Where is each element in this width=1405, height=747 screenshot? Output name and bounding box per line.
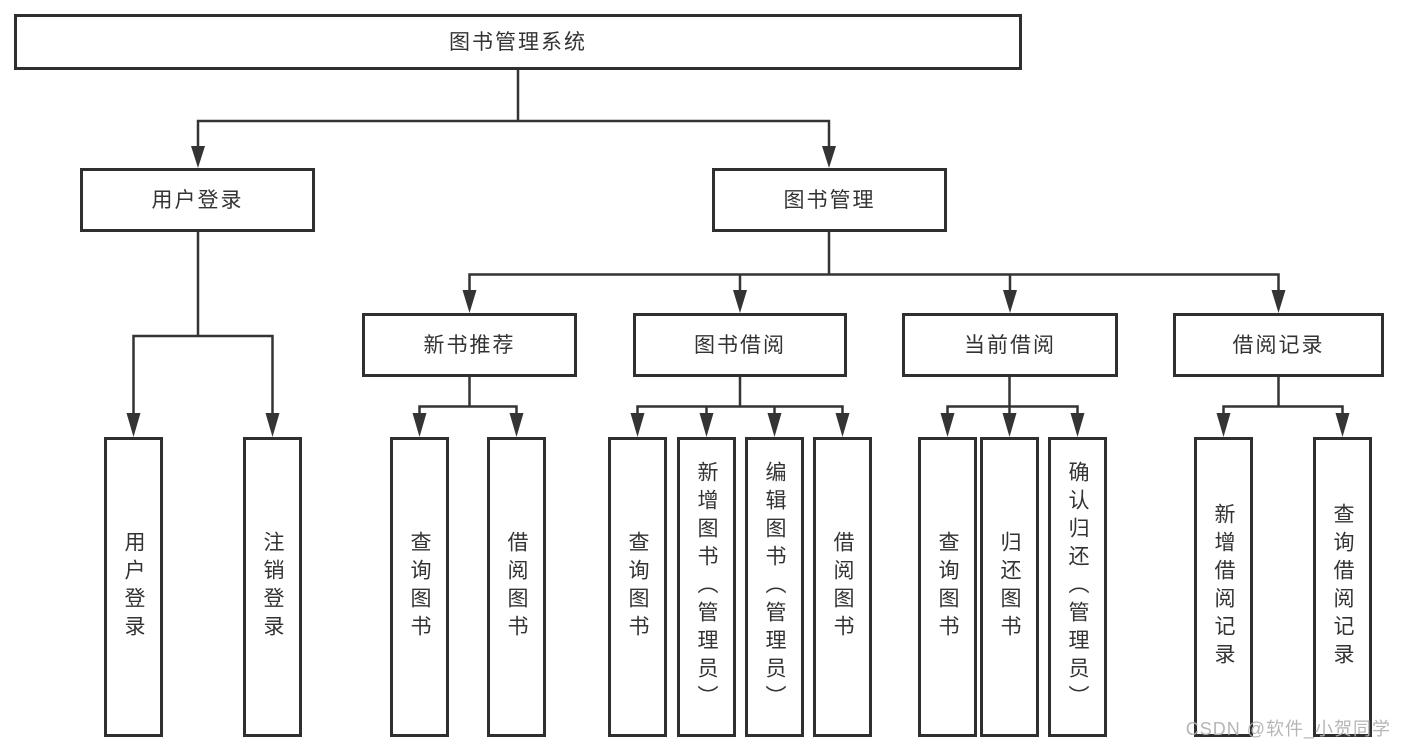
arrowhead-icon	[126, 413, 141, 437]
arrowhead-icon	[1002, 413, 1017, 437]
leaf-add-book-admin: 新增图书（管理员）	[677, 437, 736, 737]
node-book-borrow-label: 图书借阅	[694, 333, 786, 357]
connector	[196, 119, 831, 150]
node-root-label: 图书管理系统	[449, 30, 587, 54]
leaf-return-book: 归还图书	[980, 437, 1039, 737]
arrowhead-icon	[630, 413, 645, 437]
arrowhead-icon	[1271, 290, 1286, 313]
leaf-query-books-current: 查询图书	[918, 437, 977, 737]
leaf-add-book-admin-label: 新增图书（管理员）	[695, 461, 718, 713]
arrowhead-icon	[412, 413, 427, 437]
node-user-login: 用户登录	[80, 168, 315, 232]
leaf-query-borrow-record-label: 查询借阅记录	[1331, 503, 1354, 671]
arrowhead-icon	[1335, 413, 1350, 437]
connector	[1222, 405, 1344, 418]
arrowhead-icon	[699, 413, 714, 437]
connector	[636, 405, 844, 418]
leaf-query-borrow-record: 查询借阅记录	[1313, 437, 1372, 737]
arrowhead-icon	[835, 413, 850, 437]
leaf-user-login-label: 用户登录	[122, 531, 145, 643]
node-borrow-records: 借阅记录	[1173, 313, 1384, 377]
arrowhead-icon	[1216, 413, 1231, 437]
node-borrow-records-label: 借阅记录	[1232, 333, 1325, 357]
connector	[132, 334, 274, 420]
node-root: 图书管理系统	[14, 14, 1022, 70]
node-new-book-recommend: 新书推荐	[362, 313, 577, 377]
node-book-management: 图书管理	[712, 168, 947, 232]
leaf-edit-book-admin-label: 编辑图书（管理员）	[763, 461, 786, 713]
node-book-management-label: 图书管理	[783, 188, 876, 212]
leaf-borrow-books-recommend: 借阅图书	[487, 437, 546, 737]
node-current-borrow: 当前借阅	[902, 313, 1118, 377]
leaf-query-books-recommend: 查询图书	[390, 437, 449, 737]
leaf-query-books-recommend-label: 查询图书	[408, 531, 431, 643]
connector	[946, 405, 1079, 418]
leaf-return-book-label: 归还图书	[998, 531, 1021, 643]
leaf-edit-book-admin: 编辑图书（管理员）	[745, 437, 804, 737]
leaf-add-borrow-record: 新增借阅记录	[1194, 437, 1253, 737]
arrowhead-icon	[1070, 413, 1085, 437]
connector	[468, 273, 1280, 293]
leaf-user-login: 用户登录	[104, 437, 163, 737]
arrowhead-icon	[509, 413, 524, 437]
connector	[418, 405, 518, 418]
node-user-login-label: 用户登录	[151, 188, 244, 212]
arrowhead-icon	[1003, 290, 1017, 313]
leaf-logout: 注销登录	[243, 437, 302, 737]
leaf-query-books-borrow: 查询图书	[608, 437, 667, 737]
arrowhead-icon	[767, 413, 782, 437]
arrowhead-icon	[940, 413, 955, 437]
leaf-add-borrow-record-label: 新增借阅记录	[1212, 503, 1235, 671]
arrowhead-icon	[733, 290, 747, 313]
arrowhead-icon	[265, 413, 280, 437]
leaf-logout-label: 注销登录	[261, 531, 284, 643]
leaf-borrow-books-recommend-label: 借阅图书	[505, 531, 528, 643]
arrowhead-icon	[822, 146, 836, 168]
leaf-confirm-return-admin-label: 确认归还（管理员）	[1066, 461, 1089, 713]
leaf-query-books-borrow-label: 查询图书	[626, 531, 649, 643]
watermark: CSDN @软件_小贺同学	[1185, 719, 1391, 739]
arrowhead-icon	[191, 146, 205, 168]
leaf-query-books-current-label: 查询图书	[936, 531, 959, 643]
leaf-confirm-return-admin: 确认归还（管理员）	[1048, 437, 1107, 737]
node-current-borrow-label: 当前借阅	[964, 333, 1056, 357]
leaf-borrow-books-label: 借阅图书	[831, 531, 854, 643]
node-book-borrow: 图书借阅	[633, 313, 847, 377]
arrowhead-icon	[462, 290, 477, 313]
node-new-book-recommend-label: 新书推荐	[423, 333, 516, 357]
leaf-borrow-books: 借阅图书	[813, 437, 872, 737]
